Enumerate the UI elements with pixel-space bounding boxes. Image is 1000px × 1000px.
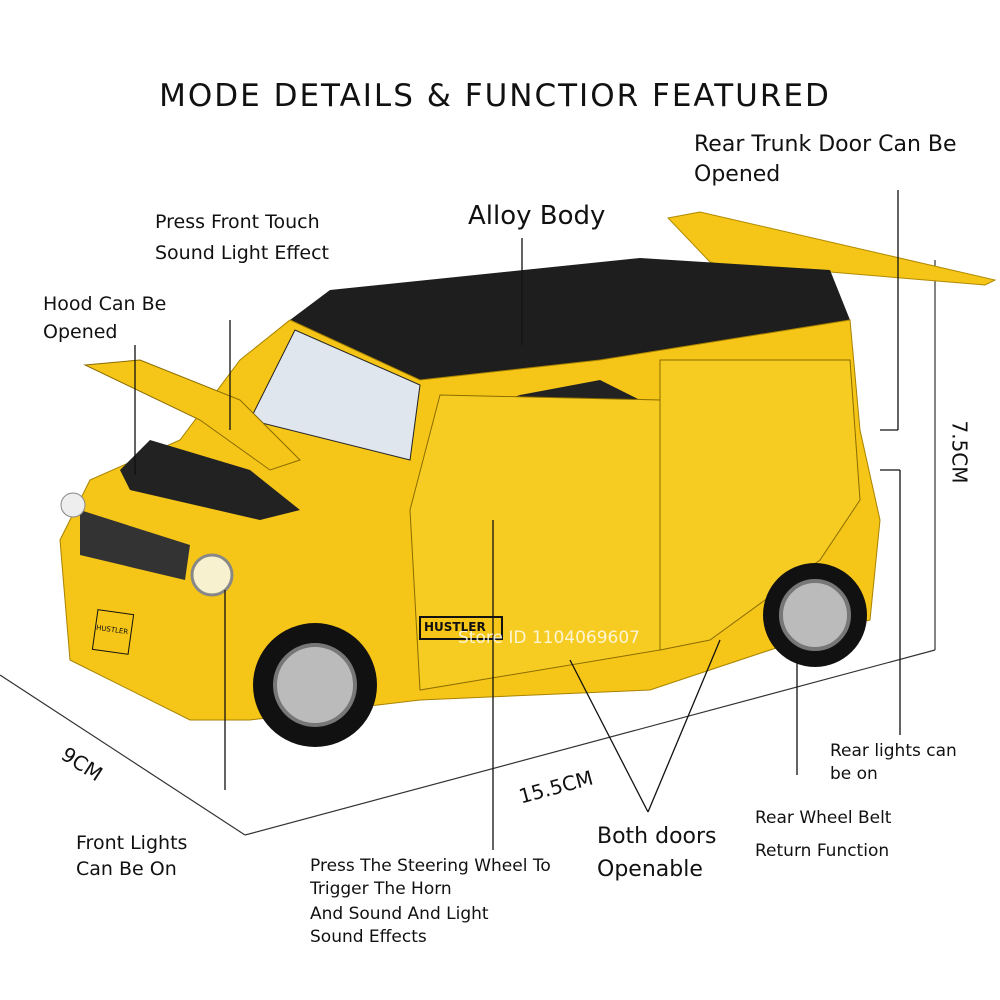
label-front-lights: Front Lights Can Be On [76,830,187,882]
label-line: Rear Trunk Door Can Be [694,132,957,157]
label-doors: Both doors Openable [597,820,717,886]
label-front-touch: Press Front Touch Sound Light Effect [155,207,329,269]
label-line: And Sound And Light [310,904,489,924]
hustler-badge [419,616,503,640]
label-line: Press Front Touch [155,211,320,233]
front-rim [273,643,357,727]
dimension-lines [0,260,936,836]
label-line: Hood Can Be [43,293,167,315]
label-line: Sound Effects [310,927,427,947]
label-line: be on [830,764,878,784]
label-line: Rear lights can [830,741,957,761]
label-rear-wheel: Rear Wheel Belt Return Function [755,802,891,868]
hood [83,359,301,471]
label-line: Press The Steering Wheel To [310,856,551,876]
windshield [249,329,421,461]
label-rear-lights: Rear lights can be on [830,740,957,786]
license-plate [91,609,135,655]
label-line: Can Be On [76,858,177,880]
label-line: Openable [597,857,703,882]
dimension-height: 7.5CM [947,420,972,484]
label-line: Front Lights [76,832,188,854]
label-line: Opened [694,162,781,187]
label-hood: Hood Can Be Opened [43,290,166,346]
label-line: Rear Wheel Belt [755,808,892,828]
label-line: Sound Light Effect [155,242,330,264]
label-rear-trunk: Rear Trunk Door Can Be Opened [694,130,957,190]
label-steering: Press The Steering Wheel To Trigger The … [310,855,551,949]
grille [80,510,190,580]
label-line: Return Function [755,841,890,861]
right-headlight [190,553,234,597]
label-line: Trigger The Horn [310,879,452,899]
rear-rim [779,579,851,651]
page-title: MODE DETAILS & FUNCTIOR FEATURED [159,78,831,114]
label-alloy-body: Alloy Body [468,201,606,231]
engine-bay [120,440,300,520]
label-line: Opened [43,321,118,343]
pointer-lines [134,190,901,850]
label-line: Both doors [597,824,717,849]
rear-door [659,359,861,651]
left-headlight [60,492,86,518]
watermark: Store ID 1104069607 [458,628,641,648]
roof [290,258,850,380]
hustler-badge-text: HUSTLER [424,620,486,634]
